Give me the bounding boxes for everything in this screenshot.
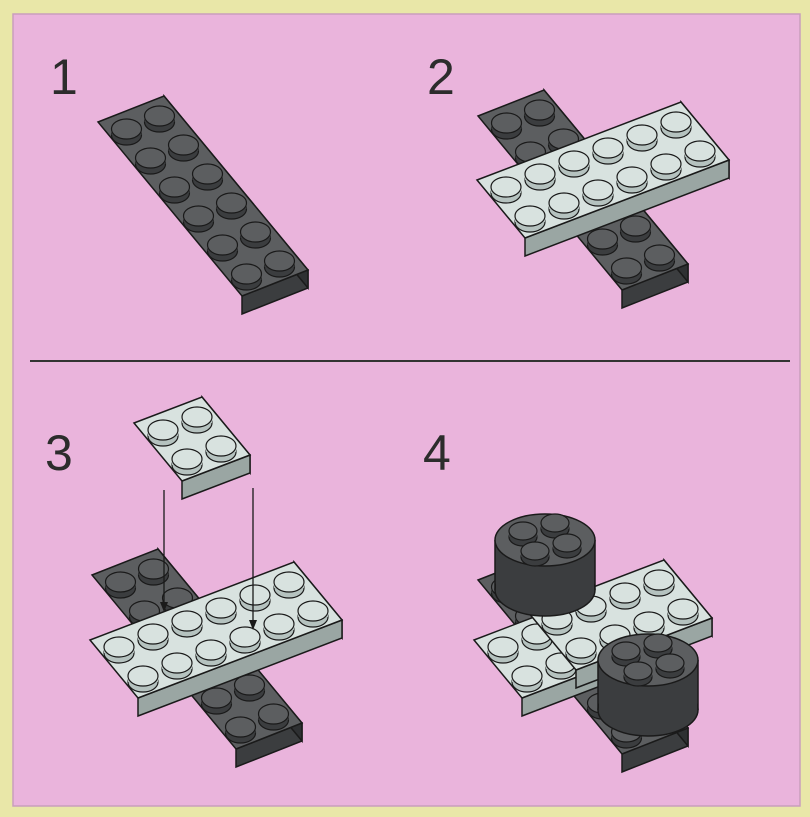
- light-2x6-plate-stud: [196, 640, 226, 666]
- light-2x6-plate-stud: [172, 611, 202, 637]
- light-2x2-plate-stud: [206, 436, 236, 462]
- light-2x6-plate-stud: [593, 138, 623, 164]
- dark-2x6-plate-stud: [259, 704, 289, 730]
- light-2x6-plate-stud: [138, 624, 168, 650]
- dark-2x6-plate-stud: [226, 717, 256, 743]
- dark-2x6-plate-stud: [208, 235, 238, 261]
- step-number-3: 3: [45, 428, 73, 478]
- dark-2x6-plate-stud: [492, 113, 522, 139]
- light-2x6-plate-stud: [644, 570, 674, 596]
- light-2x6-plate-stud: [583, 180, 613, 206]
- light-2x6-plate-stud: [512, 666, 542, 692]
- light-2x6-plate-stud: [488, 637, 518, 663]
- dark-2x6-plate-stud: [160, 177, 190, 203]
- light-2x6-plate-stud: [617, 167, 647, 193]
- round-2x2-brick-stud: [656, 654, 684, 678]
- light-2x6-plate-stud: [162, 653, 192, 679]
- light-2x2-plate-stud: [148, 420, 178, 446]
- dark-2x6-plate-stud: [169, 135, 199, 161]
- dark-2x6-plate-stud: [112, 119, 142, 145]
- dark-2x6-plate-stud: [193, 164, 223, 190]
- dark-2x6-plate-stud: [217, 193, 247, 219]
- dark-2x6-plate-stud: [612, 258, 642, 284]
- step-number-1: 1: [50, 52, 78, 102]
- light-2x6-plate-stud: [661, 112, 691, 138]
- light-2x2-plate-stud: [182, 407, 212, 433]
- dark-2x6-plate-stud: [184, 206, 214, 232]
- light-2x6-plate-stud: [566, 638, 596, 664]
- light-2x6-plate-stud: [104, 637, 134, 663]
- round-2x2-brick: [495, 514, 595, 616]
- light-2x6-plate-stud: [264, 614, 294, 640]
- dark-2x6-plate-stud: [645, 245, 675, 271]
- light-2x6-plate-stud: [206, 598, 236, 624]
- dark-2x6-plate-stud: [202, 688, 232, 714]
- light-2x2-plate-stud: [172, 449, 202, 475]
- step-number-2: 2: [427, 52, 455, 102]
- round-2x2-brick-stud: [521, 542, 549, 566]
- round-2x2-brick-stud: [624, 662, 652, 686]
- dark-2x6-plate-stud: [588, 229, 618, 255]
- dark-2x6-plate-stud: [265, 251, 295, 277]
- round-2x2-brick-stud: [553, 534, 581, 558]
- light-2x6-plate-stud: [515, 206, 545, 232]
- light-2x6-plate-stud: [627, 125, 657, 151]
- dark-2x6-plate-stud: [241, 222, 271, 248]
- round-2x2-brick: [598, 634, 698, 736]
- light-2x6-plate-stud: [128, 666, 158, 692]
- light-2x6-plate-stud: [549, 193, 579, 219]
- light-2x6-plate-stud: [559, 151, 589, 177]
- dark-2x6-plate-stud: [525, 100, 555, 126]
- step-number-4: 4: [423, 428, 451, 478]
- light-2x6-plate-stud: [274, 572, 304, 598]
- dark-2x6-plate-stud: [145, 106, 175, 132]
- light-2x6-plate-stud: [240, 585, 270, 611]
- light-2x6-plate-stud: [651, 154, 681, 180]
- light-2x6-plate-stud: [525, 164, 555, 190]
- light-2x6-plate-stud: [610, 583, 640, 609]
- light-2x6-plate-stud: [491, 177, 521, 203]
- light-2x6-plate-stud: [298, 601, 328, 627]
- dark-2x6-plate-stud: [621, 216, 651, 242]
- dark-2x6-plate-stud: [232, 264, 262, 290]
- light-2x6-plate-stud: [668, 599, 698, 625]
- dark-2x6-plate-stud: [136, 148, 166, 174]
- light-2x6-plate-stud: [685, 141, 715, 167]
- dark-2x6-plate-stud: [235, 675, 265, 701]
- light-2x6-plate-stud: [230, 627, 260, 653]
- dark-2x6-plate-stud: [106, 572, 136, 598]
